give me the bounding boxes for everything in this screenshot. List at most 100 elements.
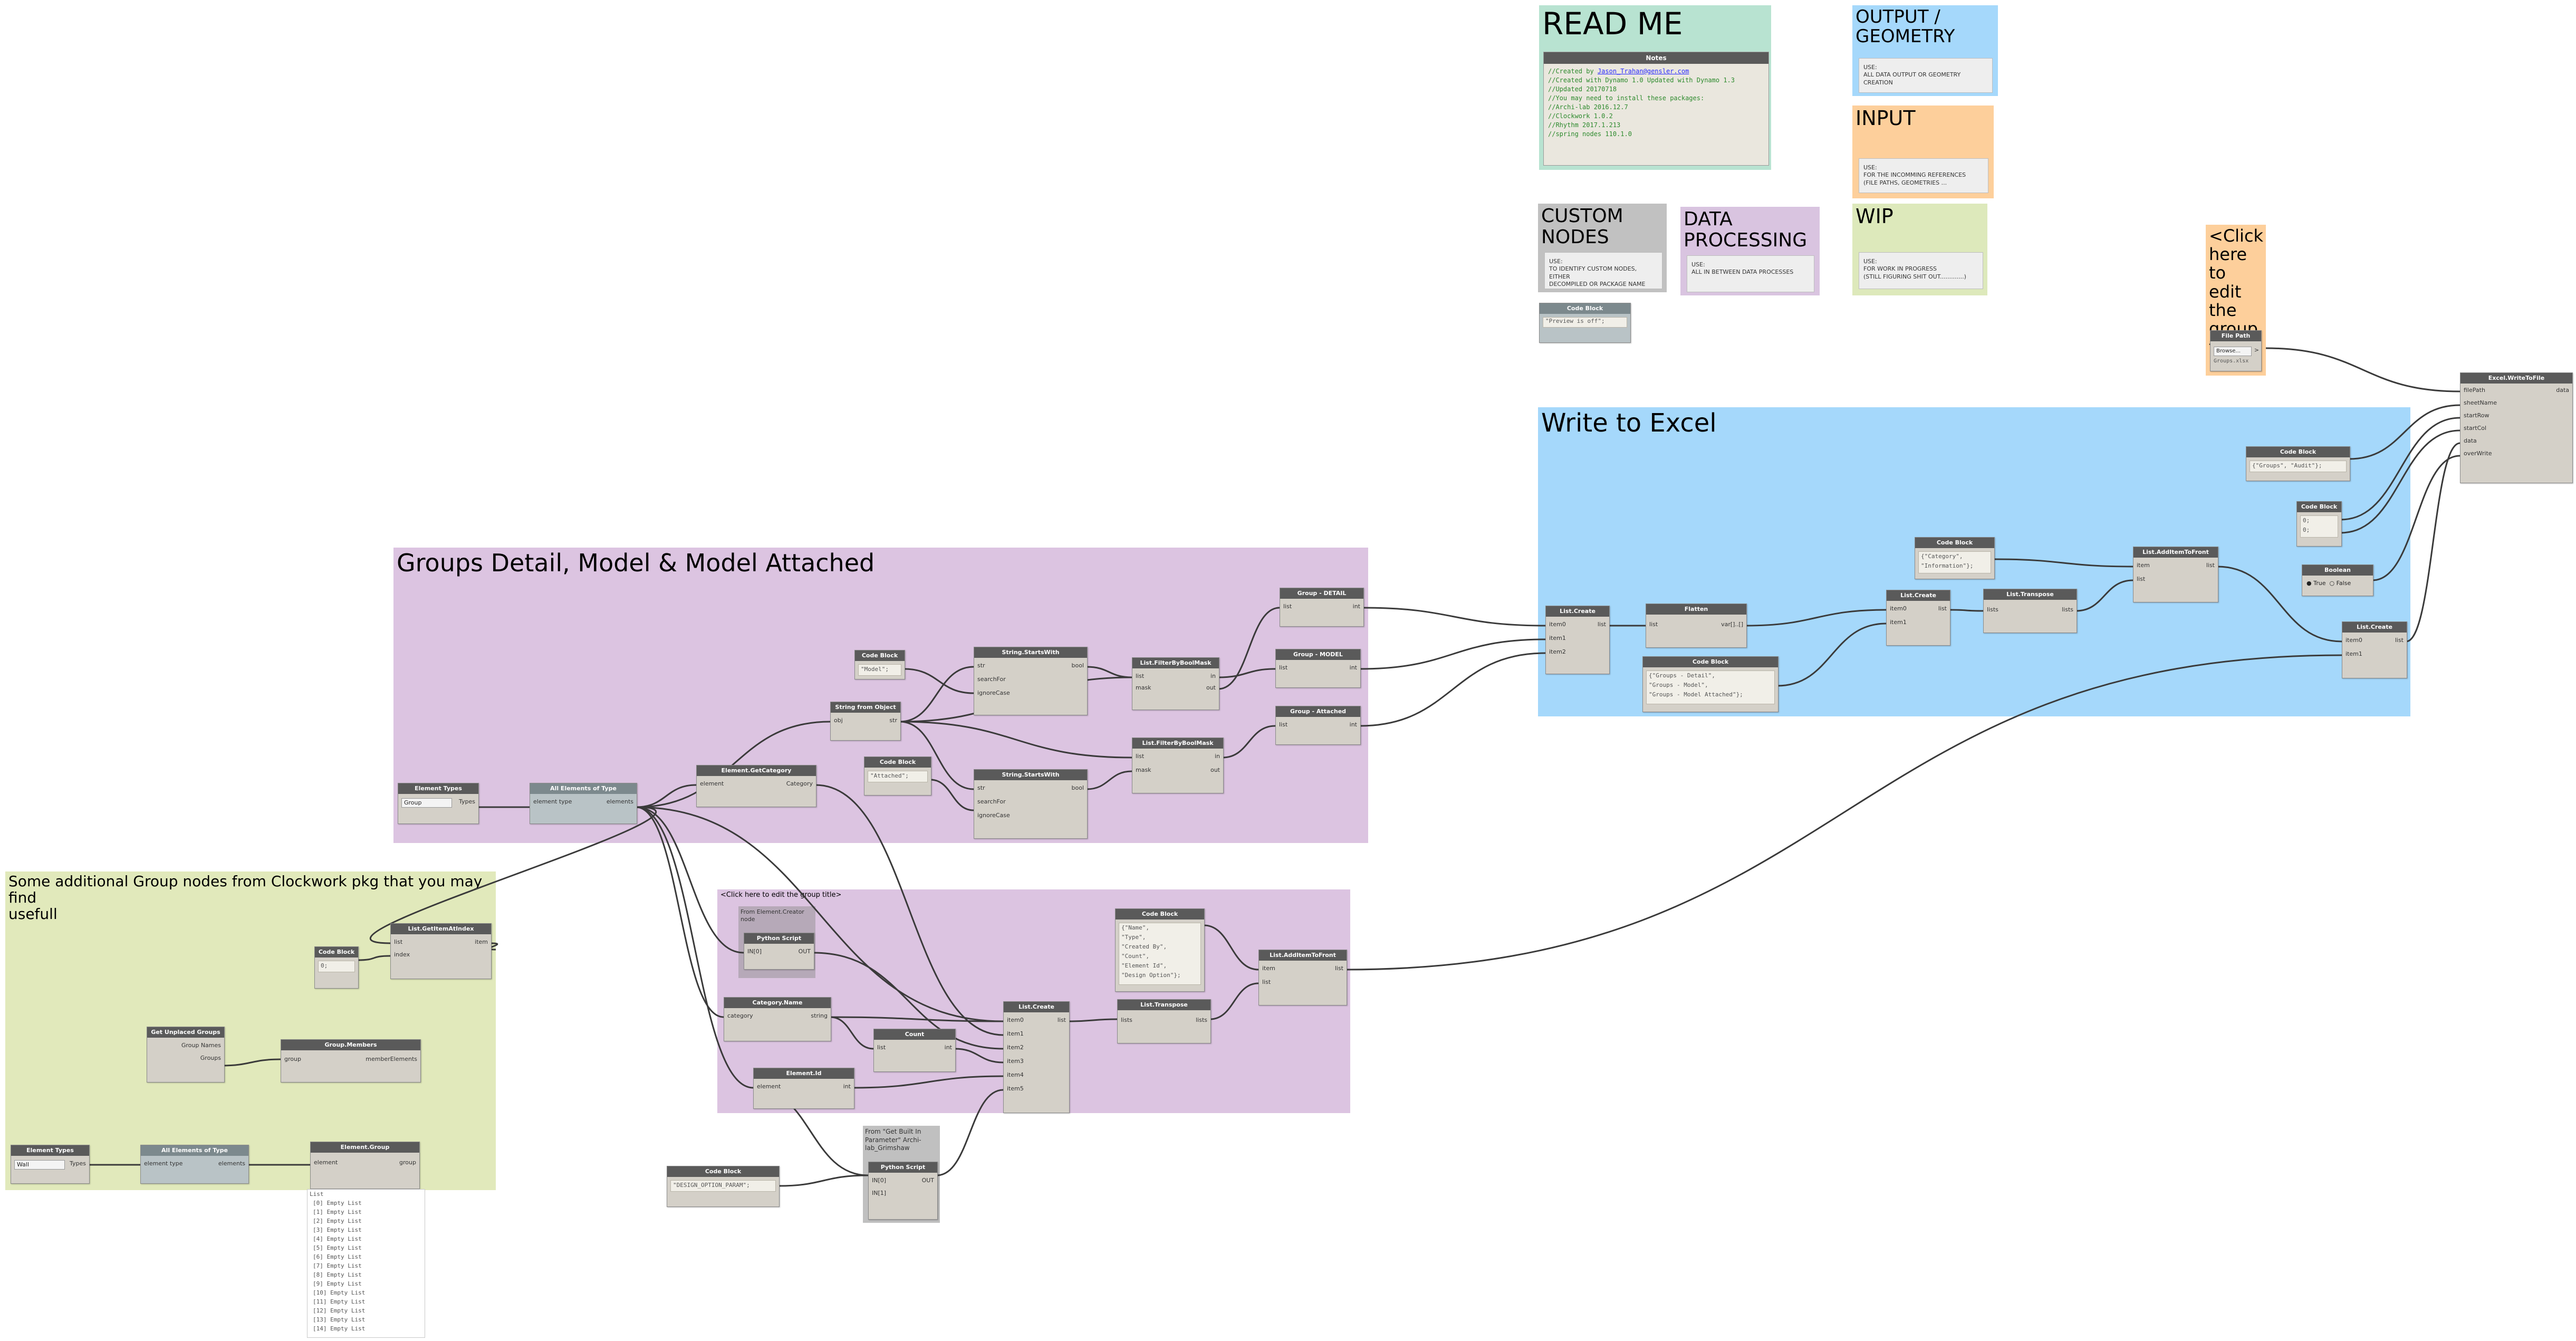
connector-wire[interactable]: [2406, 442, 2460, 643]
output-port[interactable]: lists: [1196, 1017, 1207, 1023]
node-title[interactable]: List.Transpose: [1984, 589, 2077, 600]
node-list-add-item-to-front[interactable]: List.AddItemToFront item list list: [2133, 547, 2218, 602]
group-title[interactable]: Groups Detail, Model & Model Attached: [397, 549, 875, 577]
input-port[interactable]: item0: [2346, 637, 2362, 644]
input-port[interactable]: item0: [1549, 621, 1566, 628]
code-line[interactable]: "Groups - Model",: [1649, 682, 1708, 688]
false-radio[interactable]: ○ False: [2329, 580, 2351, 587]
output-port[interactable]: Category: [786, 780, 813, 787]
input-port[interactable]: IN[0]: [872, 1177, 887, 1184]
input-port[interactable]: IN[1]: [872, 1190, 887, 1196]
group-title[interactable]: DATA PROCESSING: [1684, 208, 1808, 251]
output-port[interactable]: int: [944, 1044, 952, 1051]
node-title[interactable]: List.FilterByBoolMask: [1132, 738, 1223, 749]
code-line[interactable]: {"Category",: [1921, 553, 1963, 560]
node-group-detail[interactable]: Group - DETAIL list int: [1280, 588, 1364, 627]
node-title[interactable]: Excel.WriteToFile: [2460, 373, 2572, 384]
node-title[interactable]: Python Script: [744, 933, 814, 944]
output-port[interactable]: list: [1057, 1017, 1066, 1023]
node-code-block-labels[interactable]: Code Block {"Groups - Detail", "Groups -…: [1642, 656, 1779, 712]
input-port[interactable]: element type: [144, 1160, 183, 1167]
code-line[interactable]: 0;: [2303, 526, 2310, 533]
node-title[interactable]: List.Create: [2342, 622, 2407, 633]
node-boolean[interactable]: Boolean ● True ○ False: [2302, 564, 2373, 596]
node-element-group[interactable]: Element.Group element group: [310, 1142, 420, 1189]
code-line[interactable]: {"Name",: [1121, 924, 1149, 931]
input-port[interactable]: list: [1136, 673, 1145, 679]
group-title[interactable]: OUTPUT / GEOMETRY: [1856, 6, 1955, 47]
group-input[interactable]: INPUT USE: FOR THE INCOMMING REFERENCES …: [1852, 106, 1994, 198]
node-title[interactable]: String.StartsWith: [974, 647, 1087, 658]
node-title[interactable]: All Elements of Type: [530, 783, 637, 794]
group-title[interactable]: Write to Excel: [1541, 408, 1717, 438]
output-port[interactable]: OUT: [798, 948, 811, 955]
email-link[interactable]: Jason_Trahan@gensler.com: [1597, 68, 1689, 75]
node-code-block-sheet[interactable]: Code Block {"Groups", "Audit"};: [2246, 446, 2350, 481]
notes-node[interactable]: Notes //Created by Jason_Trahan@gensler.…: [1543, 52, 1769, 166]
input-port[interactable]: startRow: [2464, 412, 2490, 419]
node-flatten[interactable]: Flatten list var[]..[]: [1646, 604, 1747, 648]
node-code-block-index[interactable]: Code Block 0;: [314, 946, 359, 989]
input-port[interactable]: list: [1283, 603, 1292, 610]
node-list-filter-1[interactable]: List.FilterByBoolMask list mask in out: [1132, 657, 1219, 710]
node-title[interactable]: Code Block: [2246, 447, 2350, 457]
node-element-types-group[interactable]: Element Types Group Types: [398, 783, 479, 824]
connector-wire[interactable]: [1359, 638, 1546, 670]
node-title[interactable]: Code Block: [315, 947, 358, 957]
input-port[interactable]: item3: [1007, 1058, 1024, 1065]
node-list-transpose-b[interactable]: List.Transpose lists lists: [1117, 999, 1211, 1043]
output-port[interactable]: elements: [218, 1160, 245, 1167]
group-output-geometry[interactable]: OUTPUT / GEOMETRY USE: ALL DATA OUTPUT O…: [1852, 5, 1998, 96]
node-title[interactable]: Code Block: [1643, 657, 1778, 667]
node-title[interactable]: Code Block: [667, 1166, 779, 1177]
input-port[interactable]: list: [2137, 576, 2146, 582]
input-port[interactable]: data: [2464, 437, 2477, 444]
output-port[interactable]: var[]..[]: [1721, 621, 1743, 628]
node-python-script-2[interactable]: Python Script IN[0] IN[1] OUT: [868, 1162, 938, 1220]
output-port[interactable]: in: [1210, 673, 1216, 679]
node-title[interactable]: Code Block: [1915, 538, 1994, 548]
node-all-elements-of-type-2[interactable]: All Elements of Type element type elemen…: [140, 1145, 249, 1184]
input-port[interactable]: str: [977, 662, 985, 669]
output-port[interactable]: int: [1352, 603, 1360, 610]
node-title[interactable]: Code Block: [855, 650, 905, 661]
output-port[interactable]: lists: [2062, 606, 2073, 613]
input-port[interactable]: item1: [2346, 650, 2362, 657]
input-port[interactable]: filePath: [2464, 387, 2485, 394]
node-list-transpose-a[interactable]: List.Transpose lists lists: [1983, 589, 2077, 633]
code-line[interactable]: 0;: [2303, 517, 2310, 524]
code-line[interactable]: "DESIGN_OPTION_PARAM";: [673, 1182, 750, 1189]
input-port[interactable]: ignoreCase: [977, 689, 1010, 696]
input-port[interactable]: item0: [1890, 605, 1907, 612]
node-get-unplaced-groups[interactable]: Get Unplaced Groups Group Names Groups: [147, 1027, 225, 1083]
output-port[interactable]: >: [2254, 347, 2259, 353]
code-line[interactable]: "Model";: [861, 666, 889, 673]
input-port[interactable]: IN[0]: [747, 948, 762, 955]
group-data-processing[interactable]: DATA PROCESSING USE: ALL IN BETWEEN DATA…: [1680, 207, 1820, 295]
output-port[interactable]: out: [1210, 767, 1220, 773]
code-line[interactable]: 0;: [321, 962, 328, 969]
input-port[interactable]: item2: [1007, 1044, 1024, 1051]
node-string-starts-with-2[interactable]: String.StartsWith str searchFor ignoreCa…: [974, 769, 1088, 839]
node-element-get-category[interactable]: Element.GetCategory element Category: [696, 765, 816, 807]
input-port[interactable]: item: [2137, 562, 2150, 569]
code-line[interactable]: "Preview is off";: [1545, 318, 1605, 324]
output-port[interactable]: OUT: [921, 1177, 934, 1184]
node-excel-write-to-file[interactable]: Excel.WriteToFile filePath sheetName sta…: [2460, 372, 2573, 483]
node-title[interactable]: Category.Name: [724, 998, 831, 1008]
node-list-create-final[interactable]: List.Create item0 item1 list: [2342, 621, 2407, 678]
input-port[interactable]: list: [394, 938, 403, 945]
node-code-block-header[interactable]: Code Block {"Category", "Information"};: [1915, 537, 1995, 579]
input-port[interactable]: lists: [1987, 606, 1998, 613]
input-port[interactable]: element type: [533, 798, 572, 805]
code-line[interactable]: "Design Option"};: [1121, 972, 1181, 979]
node-group-model[interactable]: Group - MODEL list int: [1275, 649, 1361, 688]
output-port[interactable]: group: [399, 1159, 416, 1166]
element-type-dropdown[interactable]: Wall: [14, 1160, 65, 1170]
node-title[interactable]: List.AddItemToFront: [2133, 547, 2218, 558]
input-port[interactable]: element: [700, 780, 724, 787]
node-count[interactable]: Count list int: [873, 1029, 956, 1072]
output-port[interactable]: list: [1597, 621, 1606, 628]
node-list-add-item-to-front-2[interactable]: List.AddItemToFront item list list: [1258, 950, 1347, 1005]
node-title[interactable]: Code Block: [1116, 909, 1204, 919]
